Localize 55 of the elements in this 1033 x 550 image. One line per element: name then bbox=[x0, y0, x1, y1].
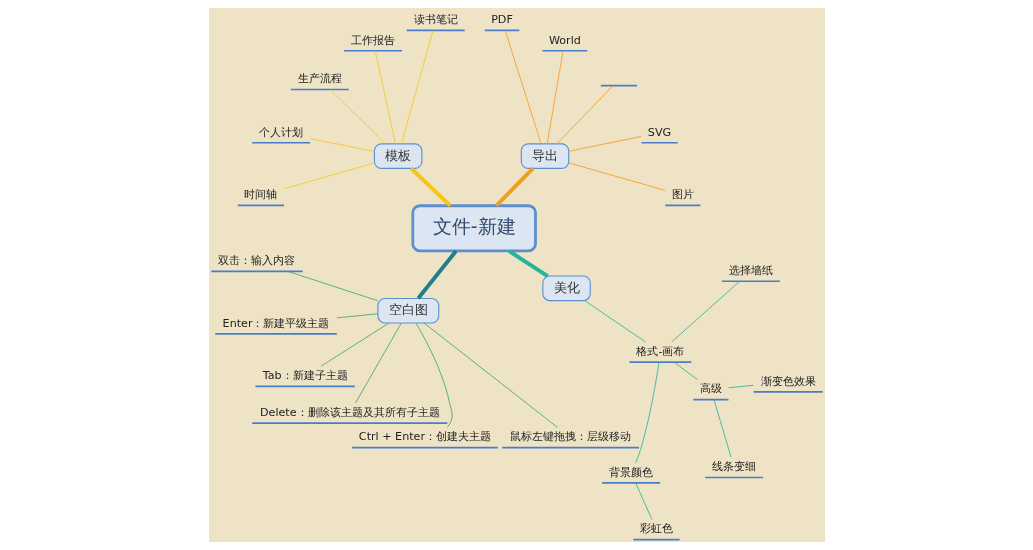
node-text: 线条变细 bbox=[711, 460, 756, 474]
connector bbox=[309, 138, 375, 152]
node-text: 选择墙纸 bbox=[728, 264, 773, 278]
node-text: 背景颜色 bbox=[608, 465, 653, 479]
node-text: 个人计划 bbox=[258, 125, 303, 139]
connector bbox=[494, 167, 534, 208]
connector bbox=[634, 482, 652, 520]
connector bbox=[567, 136, 642, 152]
connector bbox=[634, 361, 659, 464]
node-text: 高级 bbox=[699, 382, 722, 396]
connector bbox=[283, 162, 375, 190]
node-text: Delete：删除该主题及其所有子主题 bbox=[259, 405, 440, 419]
connector bbox=[727, 384, 754, 389]
connector bbox=[409, 167, 452, 208]
node-text: World bbox=[548, 33, 581, 47]
connector bbox=[374, 50, 396, 145]
connector bbox=[504, 30, 542, 145]
node-text: 工作报告 bbox=[350, 33, 395, 47]
connector bbox=[673, 361, 698, 380]
connector bbox=[670, 280, 740, 343]
node-text: Ctrl + Enter：创建夫主题 bbox=[358, 430, 491, 444]
connector bbox=[415, 322, 453, 428]
connector bbox=[546, 50, 564, 145]
connector bbox=[423, 322, 558, 428]
node-bar bbox=[599, 84, 638, 87]
connector bbox=[320, 322, 389, 367]
node-text: 生产流程 bbox=[297, 72, 342, 86]
node-text: 鼠标左键拖拽：层级移动 bbox=[509, 430, 631, 444]
node-box: 导出 bbox=[520, 143, 569, 169]
node-text: SVG bbox=[647, 125, 671, 139]
connector bbox=[354, 322, 402, 404]
connector bbox=[286, 270, 378, 302]
connector bbox=[416, 249, 458, 300]
connector bbox=[507, 249, 549, 278]
node-text: 彩虹色 bbox=[639, 522, 673, 536]
node-text: 读书笔记 bbox=[413, 13, 458, 27]
node-text: 时间轴 bbox=[243, 188, 277, 202]
node-text: 格式-画布 bbox=[635, 344, 684, 358]
connector bbox=[400, 30, 433, 145]
connector bbox=[555, 85, 613, 145]
node-box: 美化 bbox=[541, 275, 591, 302]
connector bbox=[329, 89, 386, 145]
connector bbox=[567, 162, 666, 191]
node-text: 渐变色效果 bbox=[760, 374, 816, 388]
node-text: 图片 bbox=[671, 188, 694, 202]
connector bbox=[713, 399, 731, 458]
node-text: 双击：输入内容 bbox=[217, 254, 295, 268]
node-text: Enter：新建平级主题 bbox=[222, 316, 330, 330]
node-text: PDF bbox=[490, 13, 513, 27]
connector bbox=[336, 313, 378, 319]
node-box: 模板 bbox=[373, 143, 422, 169]
connector bbox=[583, 300, 646, 343]
node-text: Tab：新建子主题 bbox=[262, 369, 348, 383]
node-box: 文件-新建 bbox=[410, 204, 537, 253]
node-box: 空白图 bbox=[376, 297, 439, 324]
